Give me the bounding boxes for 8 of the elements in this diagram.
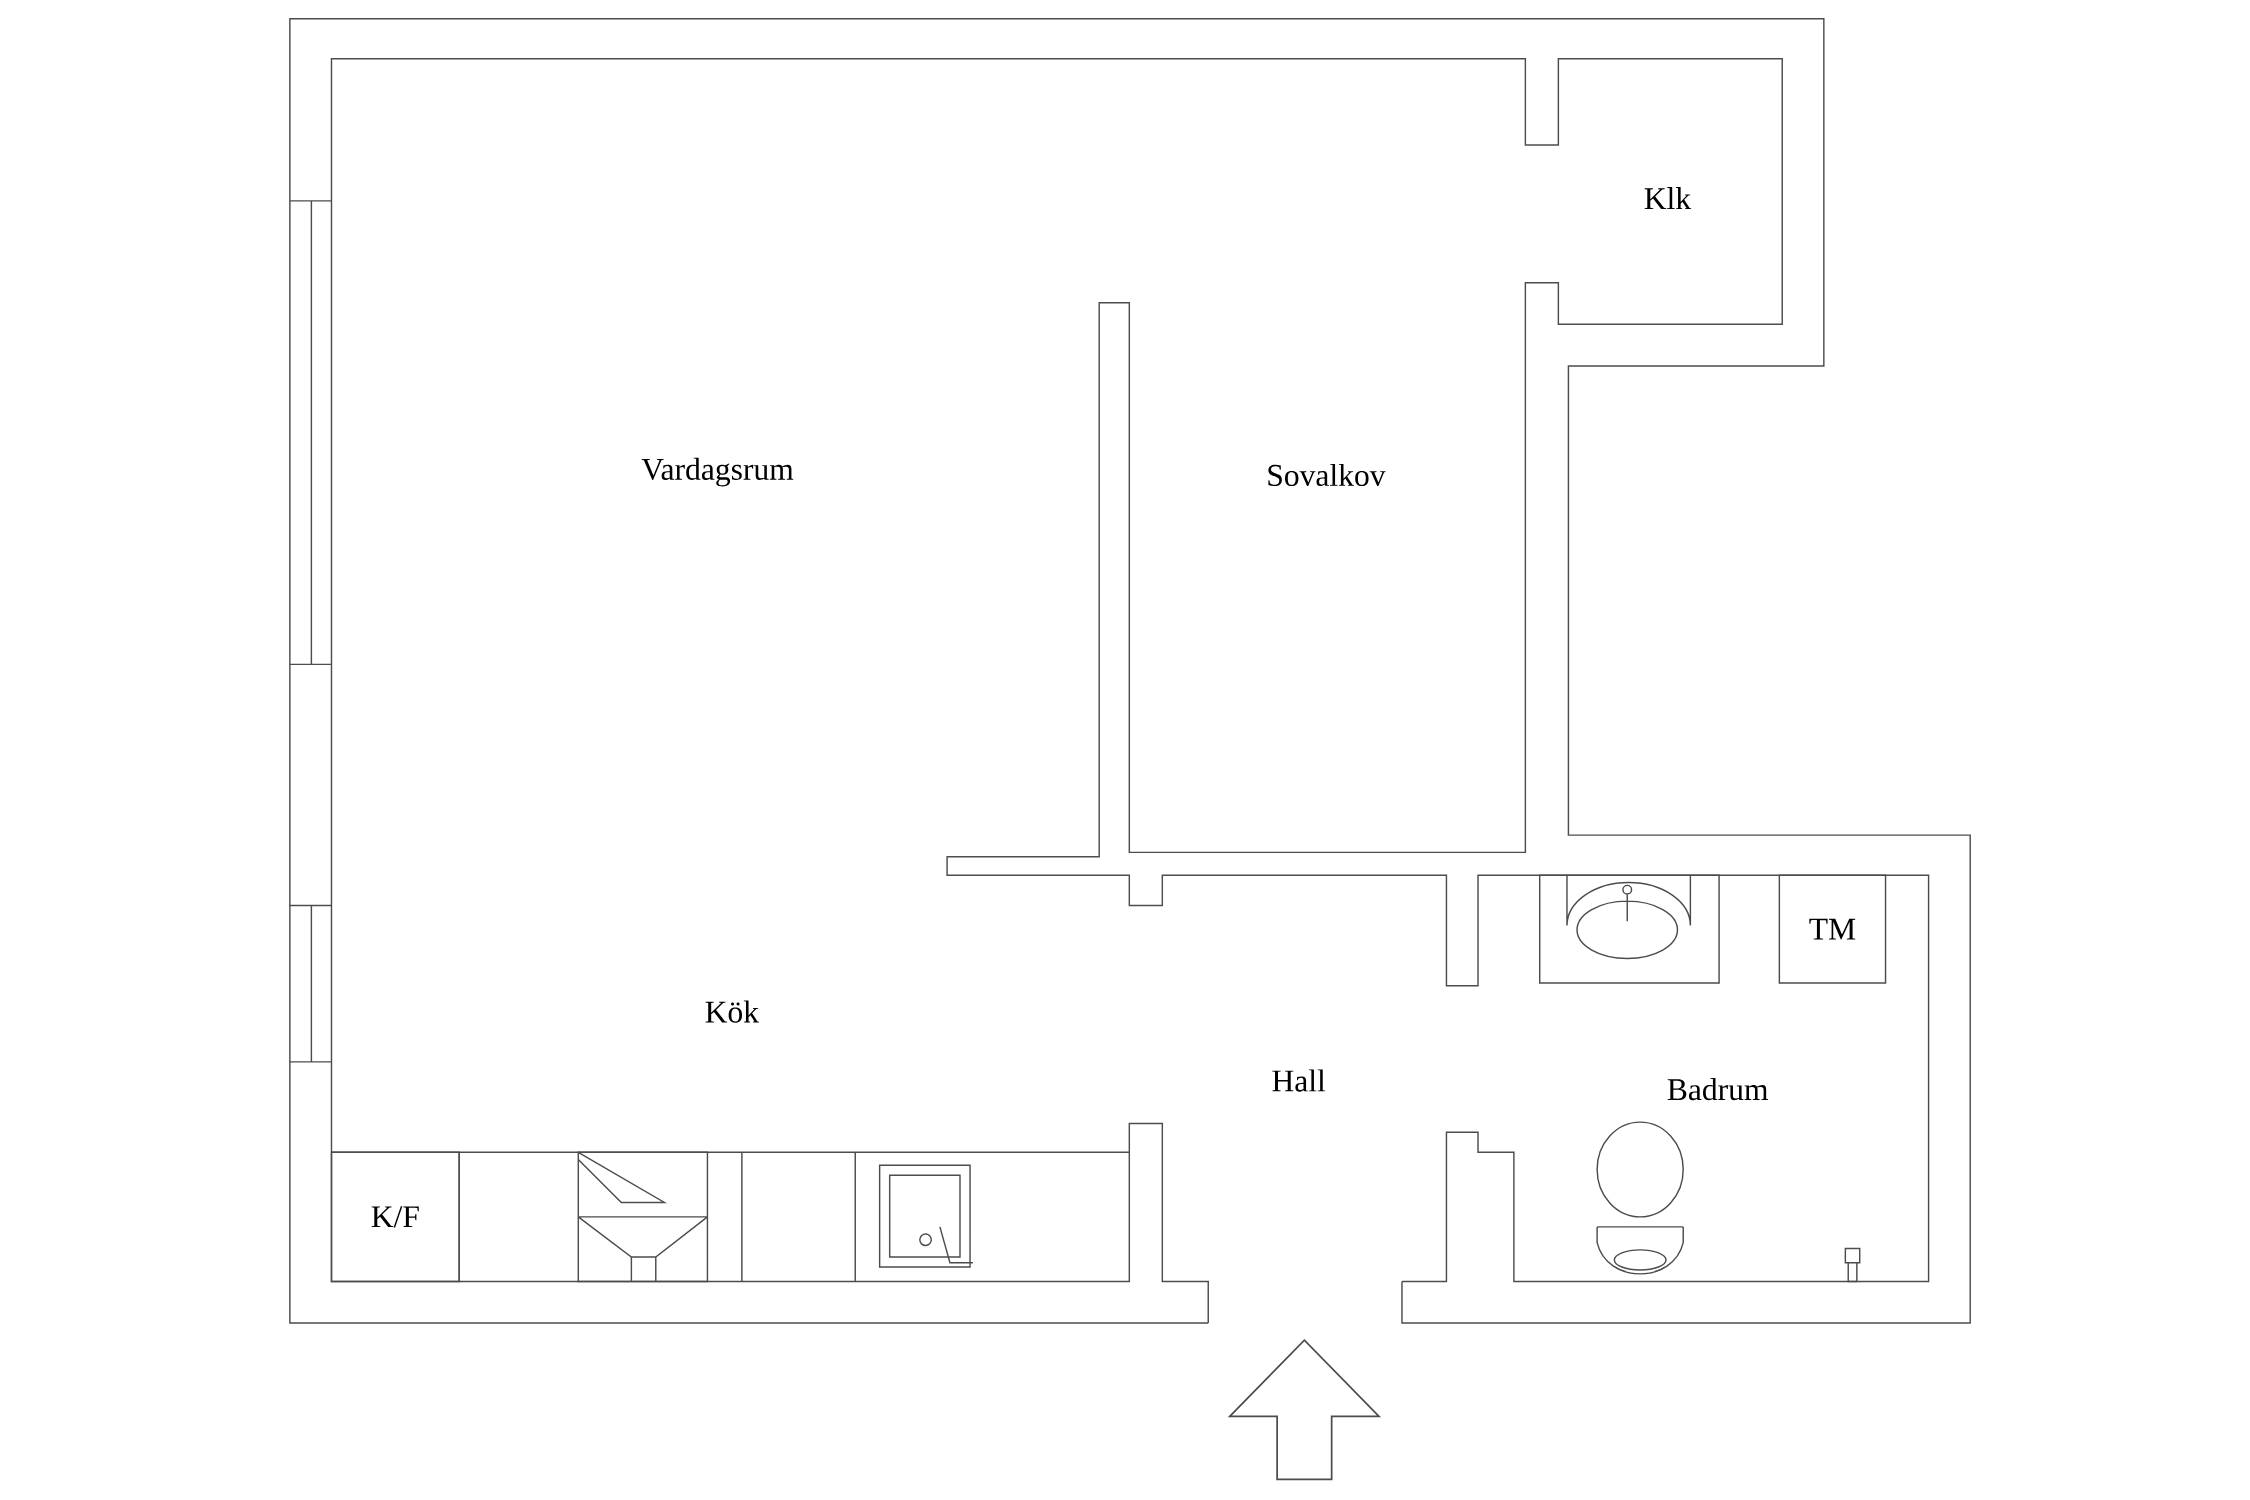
room-label: Klk xyxy=(1644,187,1692,210)
room-label: Badrum xyxy=(1667,1078,1768,1101)
room-label: Hall xyxy=(1272,1069,1326,1092)
room-label: Kök xyxy=(705,1000,760,1023)
fixture-box: TM xyxy=(1778,874,1887,984)
room-label: Vardagsrum xyxy=(641,458,794,487)
room-label: Sovalkov xyxy=(1268,464,1386,487)
fixture-box: K/F xyxy=(330,1151,460,1283)
